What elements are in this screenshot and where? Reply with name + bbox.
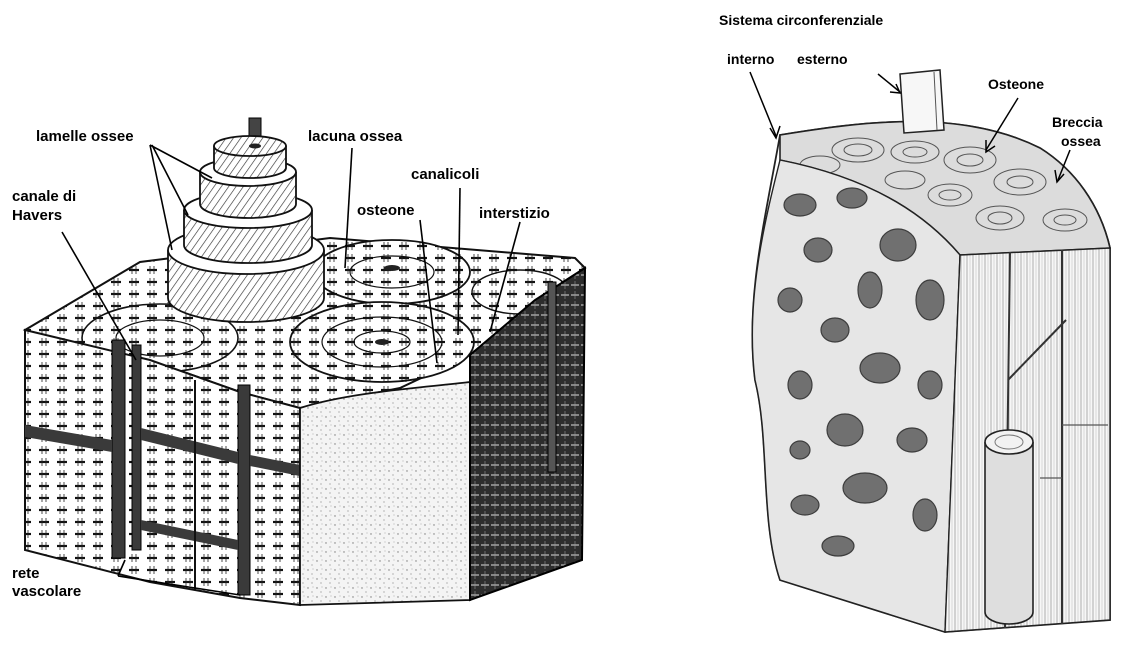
label-ossea: ossea (1061, 133, 1101, 149)
label-osteone: osteone (357, 202, 415, 219)
label-breccia: Breccia (1052, 114, 1103, 130)
label-esterno: esterno (797, 51, 848, 67)
label-havers: Havers (12, 207, 62, 224)
label-osteone-right: Osteone (988, 76, 1044, 92)
osteon-cylinder (985, 430, 1033, 624)
label-lacuna-ossea: lacuna ossea (308, 128, 402, 145)
label-interno: interno (727, 51, 774, 67)
label-lamelle-ossee: lamelle ossee (36, 128, 134, 145)
label-canale-di: canale di (12, 188, 76, 205)
label-vascolare: vascolare (12, 583, 81, 600)
label-rete: rete (12, 565, 40, 582)
label-interstizio: interstizio (479, 205, 550, 222)
label-canalicoli: canalicoli (411, 166, 479, 183)
circumferential-lamellae-slab (900, 70, 944, 133)
label-sistema-circonferenziale: Sistema circonferenziale (719, 12, 883, 28)
